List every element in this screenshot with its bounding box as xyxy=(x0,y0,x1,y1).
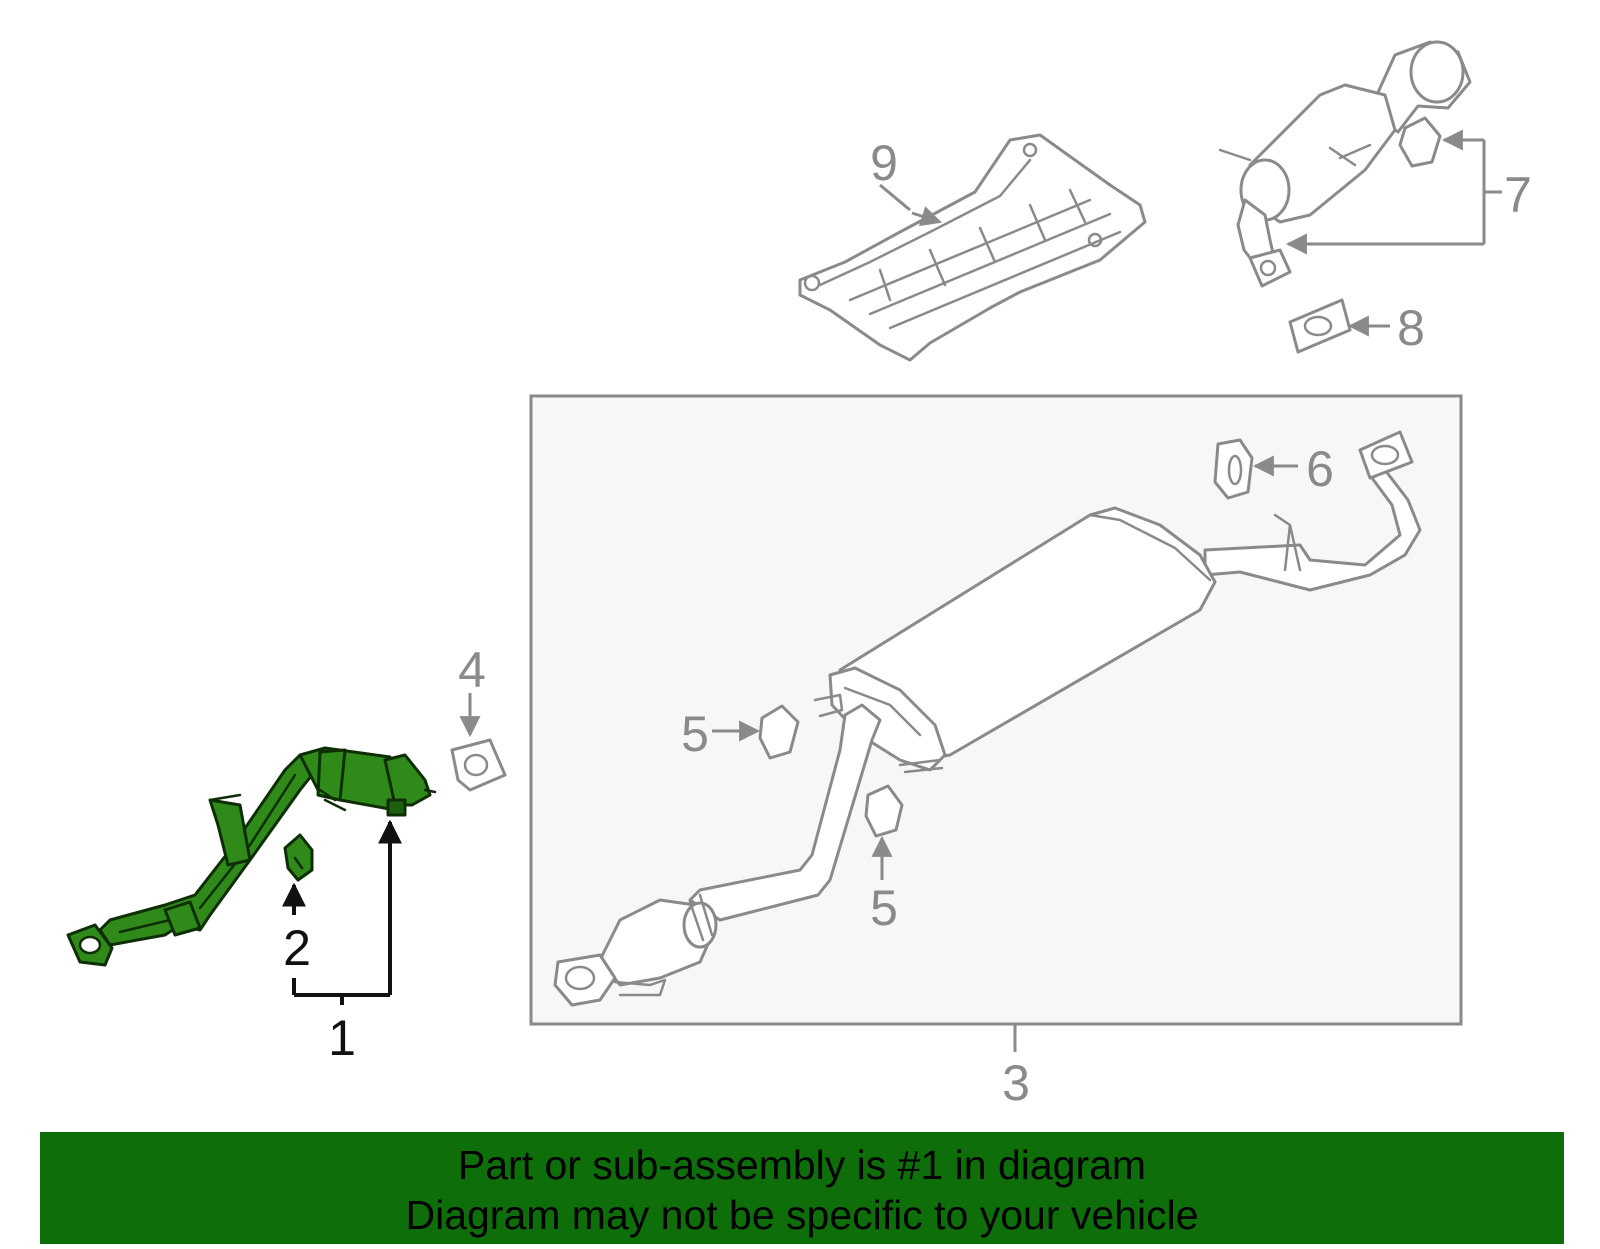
callout-4: 4 xyxy=(458,642,486,698)
notice-banner: Part or sub-assembly is #1 in diagram Di… xyxy=(40,1132,1564,1244)
gasket-4-part[interactable] xyxy=(450,738,507,792)
heat-shield-part[interactable] xyxy=(798,133,1147,362)
front-converter-part[interactable] xyxy=(1218,40,1472,288)
callout-5a: 5 xyxy=(681,706,709,762)
gasket-8-part[interactable] xyxy=(1288,298,1352,354)
gasket-7-part[interactable] xyxy=(1398,116,1442,168)
callout-1: 1 xyxy=(328,1010,356,1066)
muffler-assembly-part[interactable] xyxy=(553,430,1422,1007)
gasket-2-part[interactable] xyxy=(283,833,314,882)
callout-8: 8 xyxy=(1397,300,1425,356)
callout-6: 6 xyxy=(1306,441,1334,497)
front-exhaust-pipe-part[interactable] xyxy=(66,746,437,967)
insulator-5b-part[interactable] xyxy=(864,784,904,838)
callout-9: 9 xyxy=(870,135,898,191)
callout-7: 7 xyxy=(1504,167,1532,223)
banner-line-1: Part or sub-assembly is #1 in diagram xyxy=(457,1142,1147,1188)
banner-line-2: Diagram may not be specific to your vehi… xyxy=(405,1192,1199,1238)
callout-2: 2 xyxy=(283,920,311,976)
callout-5b: 5 xyxy=(870,880,898,936)
callout-3: 3 xyxy=(1002,1055,1030,1111)
hanger-6-part[interactable] xyxy=(1213,438,1254,500)
